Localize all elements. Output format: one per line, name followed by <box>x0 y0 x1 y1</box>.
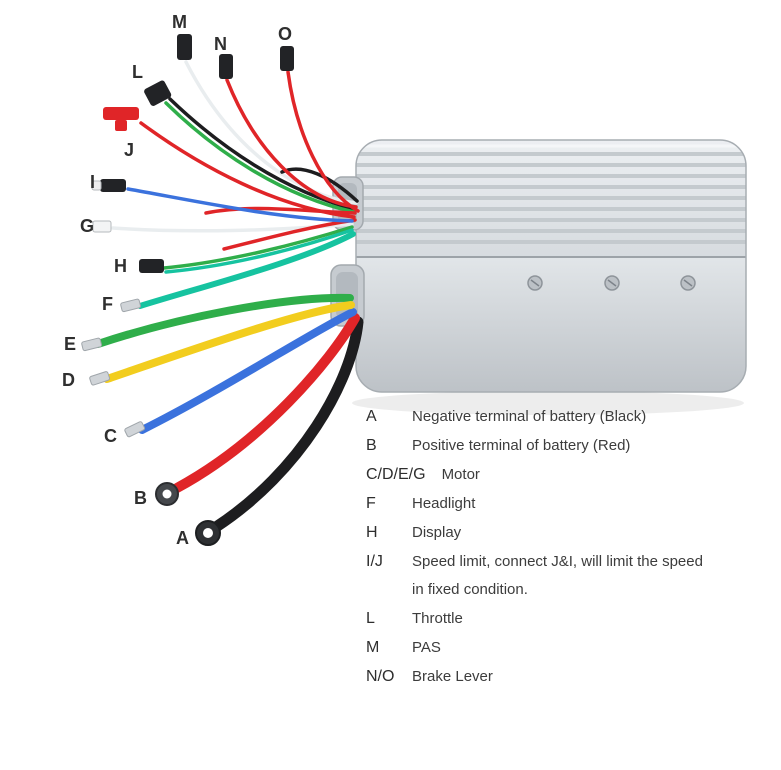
controller-shadow <box>352 391 744 415</box>
heatsink-fins <box>356 152 746 244</box>
legend-text: Brake Lever <box>412 668 493 685</box>
legend-row-a: A Negative terminal of battery (Black) <box>366 406 770 427</box>
legend-row-m: M PAS <box>366 637 770 658</box>
terminal-e <box>81 337 102 352</box>
terminal-d <box>89 371 111 386</box>
wire-loose-black <box>280 167 359 203</box>
ring-terminals <box>155 482 221 546</box>
yellow-wires <box>103 301 355 383</box>
legend-text: Positive terminal of battery (Red) <box>412 437 631 454</box>
legend-text: Motor <box>441 466 480 483</box>
legend-key: I/J <box>366 553 383 570</box>
wire-label-l: L <box>132 62 144 82</box>
legend-text: Speed limit, connect J&I, will limit the… <box>412 553 703 570</box>
wire-m <box>184 60 358 205</box>
wire-o <box>286 70 360 213</box>
legend-key: M <box>366 639 380 656</box>
connector-h <box>139 259 164 273</box>
wire-c <box>138 308 357 434</box>
wire-label-d: D <box>62 370 76 390</box>
connector-i-tip <box>91 180 102 191</box>
wire-a <box>210 316 364 533</box>
wire-e <box>94 293 354 348</box>
connector-n <box>219 54 233 79</box>
wire-label-n: N <box>214 34 228 54</box>
wire-n <box>225 78 358 209</box>
legend-text: Negative terminal of battery (Black) <box>412 408 647 425</box>
legend-key: L <box>366 610 375 627</box>
terminal-c <box>124 421 146 438</box>
wire-label-e: E <box>64 334 77 354</box>
wire-label-f: F <box>102 294 114 314</box>
wire-b <box>172 313 360 493</box>
legend-row-cdeg: C/D/E/G Motor <box>366 464 770 485</box>
connector-m <box>177 34 192 60</box>
connector-j-red <box>103 107 139 131</box>
legend-text: PAS <box>412 639 441 656</box>
screw-icon <box>527 275 696 291</box>
legend-row-l: L Throttle <box>366 608 770 629</box>
wire-label-m: M <box>172 12 188 32</box>
legend-text-wrap: Speed limit, connect J&I, will limit the… <box>412 551 703 600</box>
legend-text: Headlight <box>412 495 476 512</box>
legend-row-f: F Headlight <box>366 493 770 514</box>
teal-wires <box>137 228 356 309</box>
legend-key: N/O <box>366 668 395 685</box>
wire-label-b: B <box>134 488 148 508</box>
legend-key: H <box>366 524 378 541</box>
wire-f <box>137 231 356 309</box>
legend-key: B <box>366 437 377 454</box>
wire-i <box>126 187 354 223</box>
wire-loose-red-2 <box>222 218 357 251</box>
legend-row-h: H Display <box>366 522 770 543</box>
terminal-f <box>120 298 141 313</box>
spade-terminals <box>81 298 146 438</box>
legend: A Negative terminal of battery (Black) B… <box>366 406 770 687</box>
connector-i <box>100 179 126 192</box>
wire-h <box>164 228 354 274</box>
wire-label-o: O <box>278 24 293 44</box>
connector-l <box>144 80 172 106</box>
controller-body <box>330 139 747 393</box>
legend-row-no: N/O Brake Lever <box>366 666 770 687</box>
blue-wires <box>126 187 357 434</box>
legend-row-ij: I/J Speed limit, connect J&I, will limit… <box>366 551 770 600</box>
wire-loose-red-1 <box>204 206 357 215</box>
legend-text: Display <box>412 524 462 541</box>
wire-d <box>103 301 355 383</box>
wire-label-c: C <box>104 426 118 446</box>
legend-key: A <box>366 408 377 425</box>
legend-text-line2: in fixed condition. <box>412 581 528 598</box>
red-wires <box>139 70 360 493</box>
connector-g <box>92 220 112 233</box>
dark-connectors <box>100 34 294 273</box>
wire-label-i: I <box>90 172 96 192</box>
legend-key: F <box>366 495 376 512</box>
legend-key: C/D/E/G <box>366 466 426 483</box>
wire-label-h: H <box>114 256 128 276</box>
wire-l <box>164 101 356 214</box>
wire-h-pair <box>162 225 354 270</box>
connector-o <box>280 46 294 71</box>
wire-label-j: J <box>124 140 135 160</box>
wire-label-a: A <box>176 528 190 548</box>
legend-row-b: B Positive terminal of battery (Red) <box>366 435 770 456</box>
wire-label-g: G <box>80 216 95 236</box>
legend-text: Throttle <box>412 610 463 627</box>
green-wires <box>94 101 356 348</box>
